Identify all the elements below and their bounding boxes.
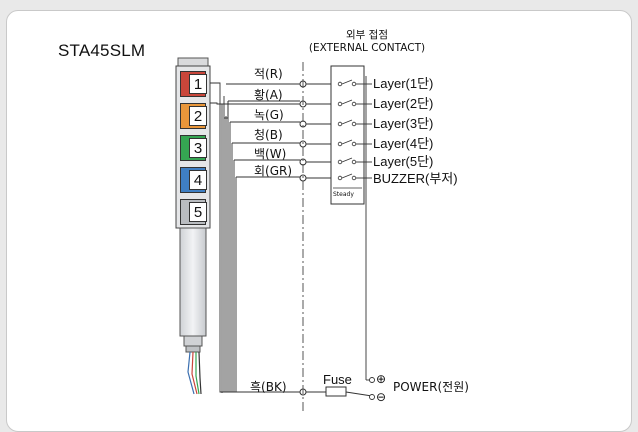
- output-label-layer1: Layer(1단): [373, 76, 434, 91]
- output-label-buzzer: BUZZER(부저): [373, 171, 458, 186]
- contact-switches: [337, 79, 357, 181]
- power-plus-terminal: [369, 377, 375, 383]
- wire-label-green: 녹(G): [254, 108, 284, 122]
- power-minus-terminal: [369, 394, 375, 400]
- output-label-layer3: Layer(3단): [373, 116, 434, 131]
- fuse-label: Fuse: [323, 372, 352, 387]
- wire-label-red: 적(R): [254, 67, 283, 81]
- tier-number-2: 2: [189, 106, 207, 126]
- wire-label-blue: 청(B): [254, 128, 283, 142]
- minus-symbol: ⊖: [376, 390, 387, 404]
- steady-label: Steady: [333, 191, 354, 198]
- tier-number-1: 1: [189, 74, 207, 94]
- common-wire-label: 흑(BK): [250, 380, 287, 394]
- wire-label-white: 백(W): [254, 147, 287, 161]
- external-contact-header-en: (EXTERNAL CONTACT): [308, 42, 426, 54]
- contact-box: [330, 65, 365, 205]
- wire-label-gray: 회(GR): [254, 164, 293, 178]
- output-label-layer5: Layer(5단): [373, 154, 434, 169]
- contact-leads: [306, 83, 333, 393]
- tier-number-5: 5: [189, 202, 207, 222]
- model-name: STA45SLM: [58, 41, 146, 60]
- output-label-layer4: Layer(4단): [373, 136, 434, 151]
- power-label: POWER(전원): [393, 380, 469, 394]
- output-leads: [356, 76, 372, 381]
- tier-number-3: 3: [189, 138, 207, 158]
- external-contact-header-ko: 외부 접점: [346, 29, 388, 41]
- signal-wires: [210, 82, 300, 393]
- fuse-symbol: [325, 386, 347, 397]
- wiring-diagram: [175, 57, 375, 412]
- plus-symbol: ⊕: [376, 372, 387, 386]
- tier-number-4: 4: [189, 170, 207, 190]
- wire-label-amber: 황(A): [254, 88, 283, 102]
- diagram-panel: [6, 10, 632, 432]
- output-label-layer2: Layer(2단): [373, 96, 434, 111]
